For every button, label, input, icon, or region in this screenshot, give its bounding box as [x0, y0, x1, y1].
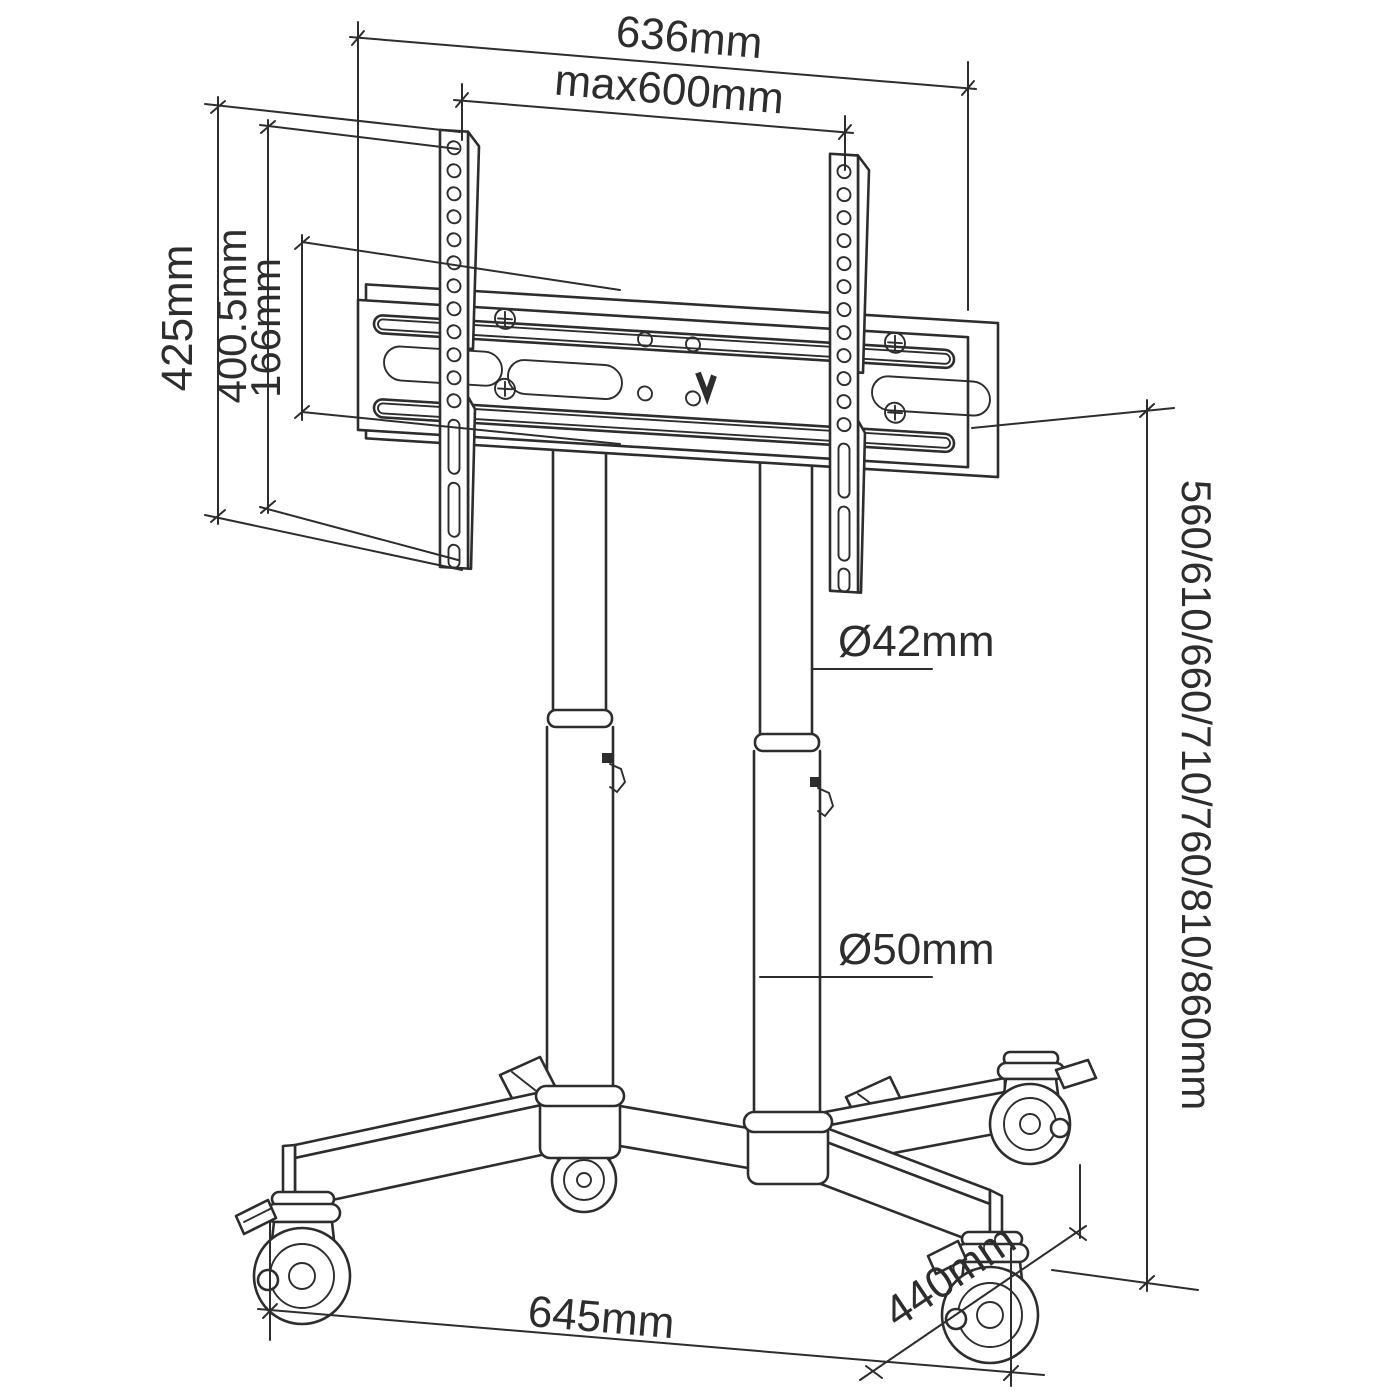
crossbar-v-mark: [695, 371, 717, 406]
dim-lower-pole-diameter: Ø50mm: [759, 925, 994, 978]
left-pole-clamp-lever: [609, 763, 627, 794]
left-pole: [545, 444, 627, 1102]
dim-bracket-height: 425mm: [153, 96, 463, 571]
right-vesa-rail: [828, 152, 871, 594]
dim-base-width: 645mm: [257, 1221, 1045, 1387]
dim-rail-spacing-label: 166mm: [242, 258, 289, 398]
dim-upper-pole-diameter: Ø42mm: [811, 617, 994, 670]
dim-base-width-label: 645mm: [526, 1287, 676, 1348]
caster-axle-nut: [256, 1268, 280, 1292]
right-rail-slots: [837, 442, 851, 593]
caster-axle-nut: [944, 1307, 968, 1331]
crossbar: [356, 283, 1000, 479]
dim-rail-spacing: 166mm: [242, 234, 621, 445]
crossbar-slot: [507, 359, 623, 400]
dim-height-settings: 560/610/660/710/760/810/860mm: [971, 399, 1220, 1292]
left-vesa-rail: [438, 128, 481, 571]
dim-vesa-height-label: 400.5mm: [208, 228, 255, 403]
right-pole: [752, 456, 835, 1124]
dim-vesa-width: max600mm: [453, 56, 854, 171]
caster-front-left: [234, 1190, 352, 1326]
tv-bracket: [356, 128, 1000, 594]
caster-back-right: [988, 1050, 1098, 1166]
left-rail-holes: [446, 140, 462, 409]
right-pole-hub: [742, 1110, 834, 1186]
caster-brake-pedal: [926, 1239, 968, 1276]
caster-axle-nut: [1049, 1117, 1071, 1139]
dim-vesa-height: 400.5mm: [208, 119, 459, 561]
right-pole-clamp-pin: [810, 777, 820, 787]
dim-height-settings-label: 560/610/660/710/760/810/860mm: [1173, 480, 1220, 1111]
crossbar-center-holes: [637, 331, 701, 407]
right-pole-clamp-lever: [817, 787, 835, 818]
left-pole-clamp-pin: [602, 753, 612, 763]
base: [234, 1050, 1098, 1365]
dim-bracket-height-label: 425mm: [153, 245, 202, 392]
right-pole-collar: [753, 732, 821, 753]
caster-brake-pedal: [1054, 1058, 1098, 1090]
dim-lower-pole-diameter-label: Ø50mm: [838, 925, 994, 974]
left-pole-collar: [546, 708, 614, 729]
dim-overall-width-label: 636mm: [614, 7, 764, 68]
right-rail-holes: [836, 164, 852, 433]
dim-upper-pole-diameter-label: Ø42mm: [838, 617, 994, 666]
crossbar-slot: [871, 375, 991, 417]
dim-overall-width: 636mm: [349, 7, 977, 311]
left-pole-hub: [534, 1084, 626, 1160]
crossbar-screws: [494, 307, 906, 424]
